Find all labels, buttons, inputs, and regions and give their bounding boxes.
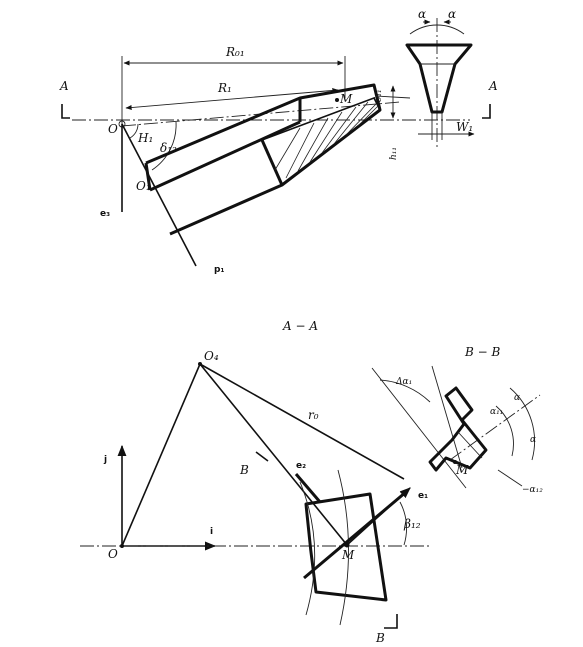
section-a-a-view (80, 362, 430, 629)
angle-arc-beta12 (399, 501, 408, 546)
label-beta12: β₁₂ (403, 517, 421, 531)
tool-shank-end (144, 162, 152, 191)
bb-tooth-inner (457, 431, 483, 459)
point-o4 (198, 362, 202, 366)
label-m-bb: M (455, 463, 469, 477)
bb-guide-1 (371, 367, 467, 489)
ray-p1 (121, 123, 197, 267)
label-o1: O₁ (136, 179, 151, 193)
section-mark-b-lower (384, 614, 398, 629)
line-o-o4 (121, 363, 201, 547)
line-o4-r0 (199, 363, 405, 480)
bb-guide-2 (431, 365, 463, 469)
arc-through-m-2 (299, 481, 316, 616)
r1-dimension-line (125, 87, 339, 111)
label-r01: R₀₁ (225, 45, 245, 59)
top-view (61, 18, 491, 267)
tool-body-outline (145, 83, 382, 236)
label-r1: R₁ (217, 81, 232, 95)
label-o4: O₄ (204, 349, 219, 363)
bb-centerline (449, 394, 541, 461)
label-alpha12: −α₁₂ (522, 485, 543, 495)
label-alpha-bb2: α (530, 435, 536, 445)
bb-tooth-profile (428, 386, 488, 472)
alpha-arc-outer (509, 387, 536, 461)
label-m-top: M (339, 92, 353, 106)
tool-edge-inner (149, 120, 301, 192)
alpha-arc-inner (495, 405, 514, 457)
labels: A A R₀₁ R₁ M δ₁₁ h₁₁ O H₁ δ₁₂ O₁ e₃ p₁ α… (59, 7, 543, 645)
label-delta12: δ₁₂ (160, 141, 177, 155)
label-alpha11: α₁₁ (490, 407, 503, 417)
label-alpha-bb1: α (514, 393, 520, 403)
label-alpha-right: α (448, 7, 456, 21)
label-axis-j: j (103, 455, 107, 465)
cutter-profile (405, 18, 475, 150)
delta11-leader (375, 95, 411, 99)
vector-e1 (346, 487, 411, 546)
label-alpha-left: α (418, 7, 426, 21)
label-h1: H₁ (137, 131, 153, 145)
label-b-lower: B (375, 631, 385, 645)
label-o-bottom: O (108, 547, 118, 561)
label-m-bottom: M (341, 548, 355, 562)
hatched-section (260, 96, 382, 187)
point-m-bottom (344, 542, 350, 548)
label-h11: h₁₁ (389, 147, 399, 160)
label-w1: W₁ (456, 120, 473, 134)
angle-arc-h1 (129, 123, 139, 139)
section-mark-a-left (61, 104, 70, 119)
label-e3: e₃ (100, 209, 110, 219)
alpha12-leader (497, 469, 523, 487)
label-section-bb: B − B (464, 345, 501, 359)
label-r0: r₀ (308, 408, 319, 422)
label-p1: p₁ (214, 265, 224, 275)
label-e1: e₁ (418, 491, 428, 501)
point-m-bb (453, 460, 457, 464)
label-a-left: A (59, 79, 69, 93)
label-section-aa: A − A (282, 319, 318, 333)
tool-tip-face (373, 84, 381, 111)
section-b-b-view (371, 365, 541, 489)
label-delta11: δ₁₁ (374, 89, 384, 102)
angle-arc-delta12 (151, 121, 177, 171)
line-o4-m (199, 363, 348, 546)
label-o-top: O (108, 122, 118, 136)
label-axis-i: i (210, 527, 213, 537)
label-e2: e₂ (296, 461, 306, 471)
label-a-right: A (488, 79, 498, 93)
section-mark-b-upper (255, 451, 269, 462)
point-o-bottom (120, 544, 124, 548)
label-delta-alpha1: Δα₁ (395, 377, 412, 387)
vector-e2 (294, 473, 322, 503)
section-mark-a-right (482, 104, 491, 119)
point-m-top (335, 98, 339, 102)
label-b-upper: B (239, 463, 249, 477)
delta-alpha-arc (379, 379, 431, 403)
